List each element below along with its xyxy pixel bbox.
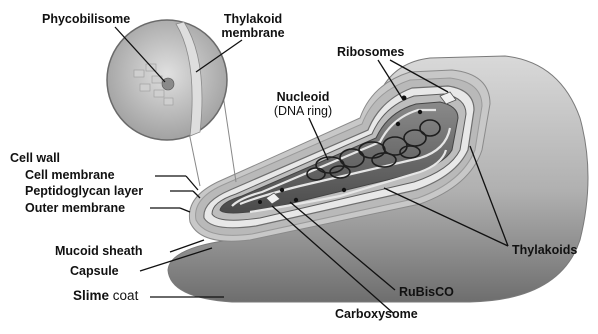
- label-capsule: Capsule: [70, 264, 119, 278]
- label-slime-word: Slime: [73, 288, 109, 303]
- label-mucoid-sheath: Mucoid sheath: [55, 244, 143, 258]
- label-carboxysome: Carboxysome: [335, 307, 418, 321]
- label-nucleoid: Nucleoid (DNA ring): [258, 90, 348, 118]
- label-nucleoid-line1: Nucleoid: [277, 90, 330, 104]
- label-dna-ring: (DNA ring): [274, 104, 332, 118]
- label-thylakoid-membrane-line2: membrane: [221, 26, 284, 40]
- label-thylakoids: Thylakoids: [512, 243, 577, 257]
- label-cell-membrane: Cell membrane: [25, 168, 115, 182]
- magnified-view: [107, 20, 236, 186]
- label-peptidoglycan-layer: Peptidoglycan layer: [25, 184, 143, 198]
- label-outer-membrane: Outer membrane: [25, 201, 125, 215]
- label-slime-coat: Slime coat: [73, 289, 138, 303]
- label-rubisco: RuBisCO: [399, 285, 454, 299]
- cell-body: [168, 56, 588, 302]
- label-coat-word: coat: [113, 288, 139, 303]
- label-phycobilisome: Phycobilisome: [42, 12, 130, 26]
- label-thylakoid-membrane-line1: Thylakoid: [224, 12, 282, 26]
- label-thylakoid-membrane: Thylakoid membrane: [218, 12, 288, 40]
- label-cell-wall: Cell wall: [10, 151, 60, 165]
- label-ribosomes: Ribosomes: [337, 45, 404, 59]
